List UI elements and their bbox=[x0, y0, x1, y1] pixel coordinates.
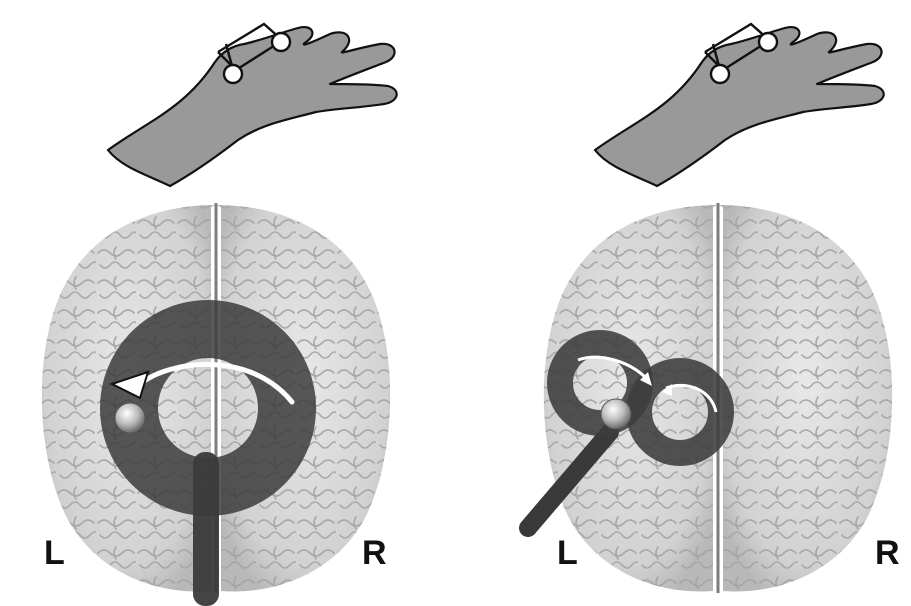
hand-icon bbox=[108, 24, 397, 186]
electrode-icon bbox=[115, 403, 145, 433]
hand-icon bbox=[595, 24, 884, 186]
panel-left bbox=[42, 24, 397, 606]
right-hemisphere-label: R bbox=[362, 536, 387, 570]
left-hemisphere-label: L bbox=[557, 536, 578, 570]
left-hemisphere-label: L bbox=[44, 536, 65, 570]
right-hemisphere-label: R bbox=[875, 536, 900, 570]
electrode-icon bbox=[601, 399, 631, 429]
panel-right bbox=[528, 24, 892, 593]
